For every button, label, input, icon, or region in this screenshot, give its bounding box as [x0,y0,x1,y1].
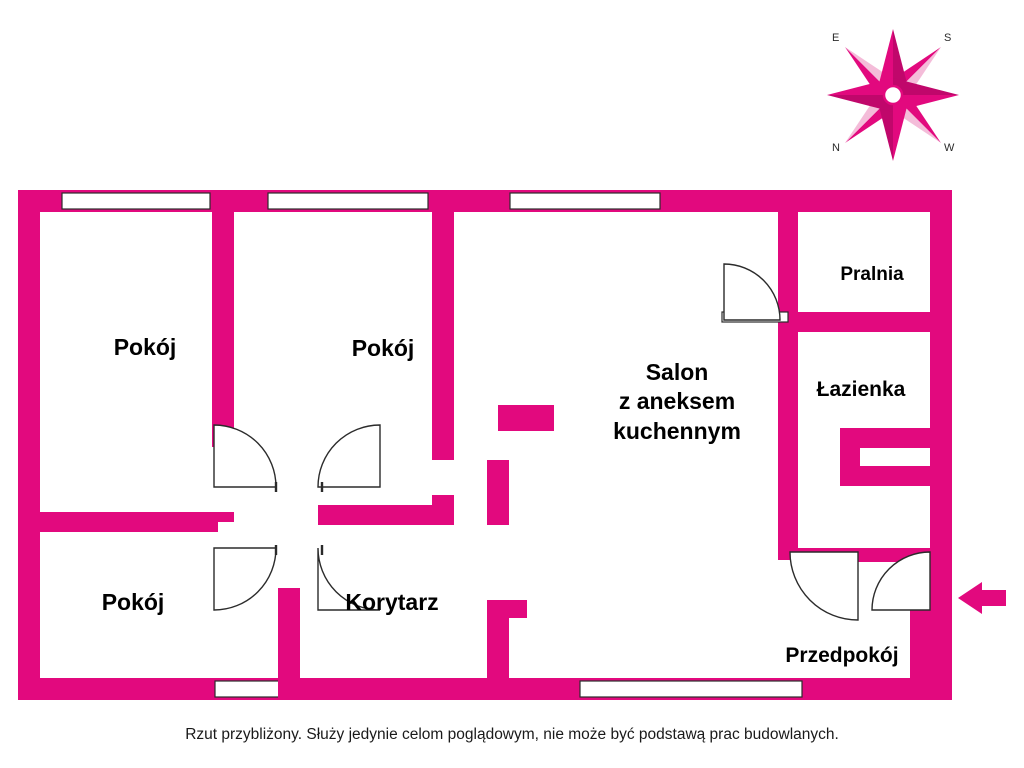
compass-label-east: E [832,32,840,44]
room-label-pokoj-3: Pokój [101,589,165,615]
door-swing-group [213,263,931,621]
room-label-korytarz: Korytarz [345,589,439,615]
room-label-pralnia: Pralnia [840,264,904,285]
room-label-salon: Salon z aneksem kuchennym [613,359,741,444]
entrance-arrow [958,582,1006,614]
compass-label-north: N [832,142,840,154]
compass-rose: E S N W [818,20,968,170]
room-label-lazienka: Łazienka [816,378,906,401]
compass-label-south: S [944,32,952,44]
door-leaf-group [274,482,324,555]
room-label-pokoj-1: Pokój [113,334,177,360]
plan-disclaimer: Rzut przybliżony. Służy jedynie celom po… [185,726,839,743]
room-label-pokoj-2: Pokój [351,335,415,361]
compass-label-west: W [944,142,955,154]
room-label-przedpokoj: Przedpokój [785,644,899,667]
wall-group [18,190,952,700]
compass-rose-graphic [827,29,959,161]
